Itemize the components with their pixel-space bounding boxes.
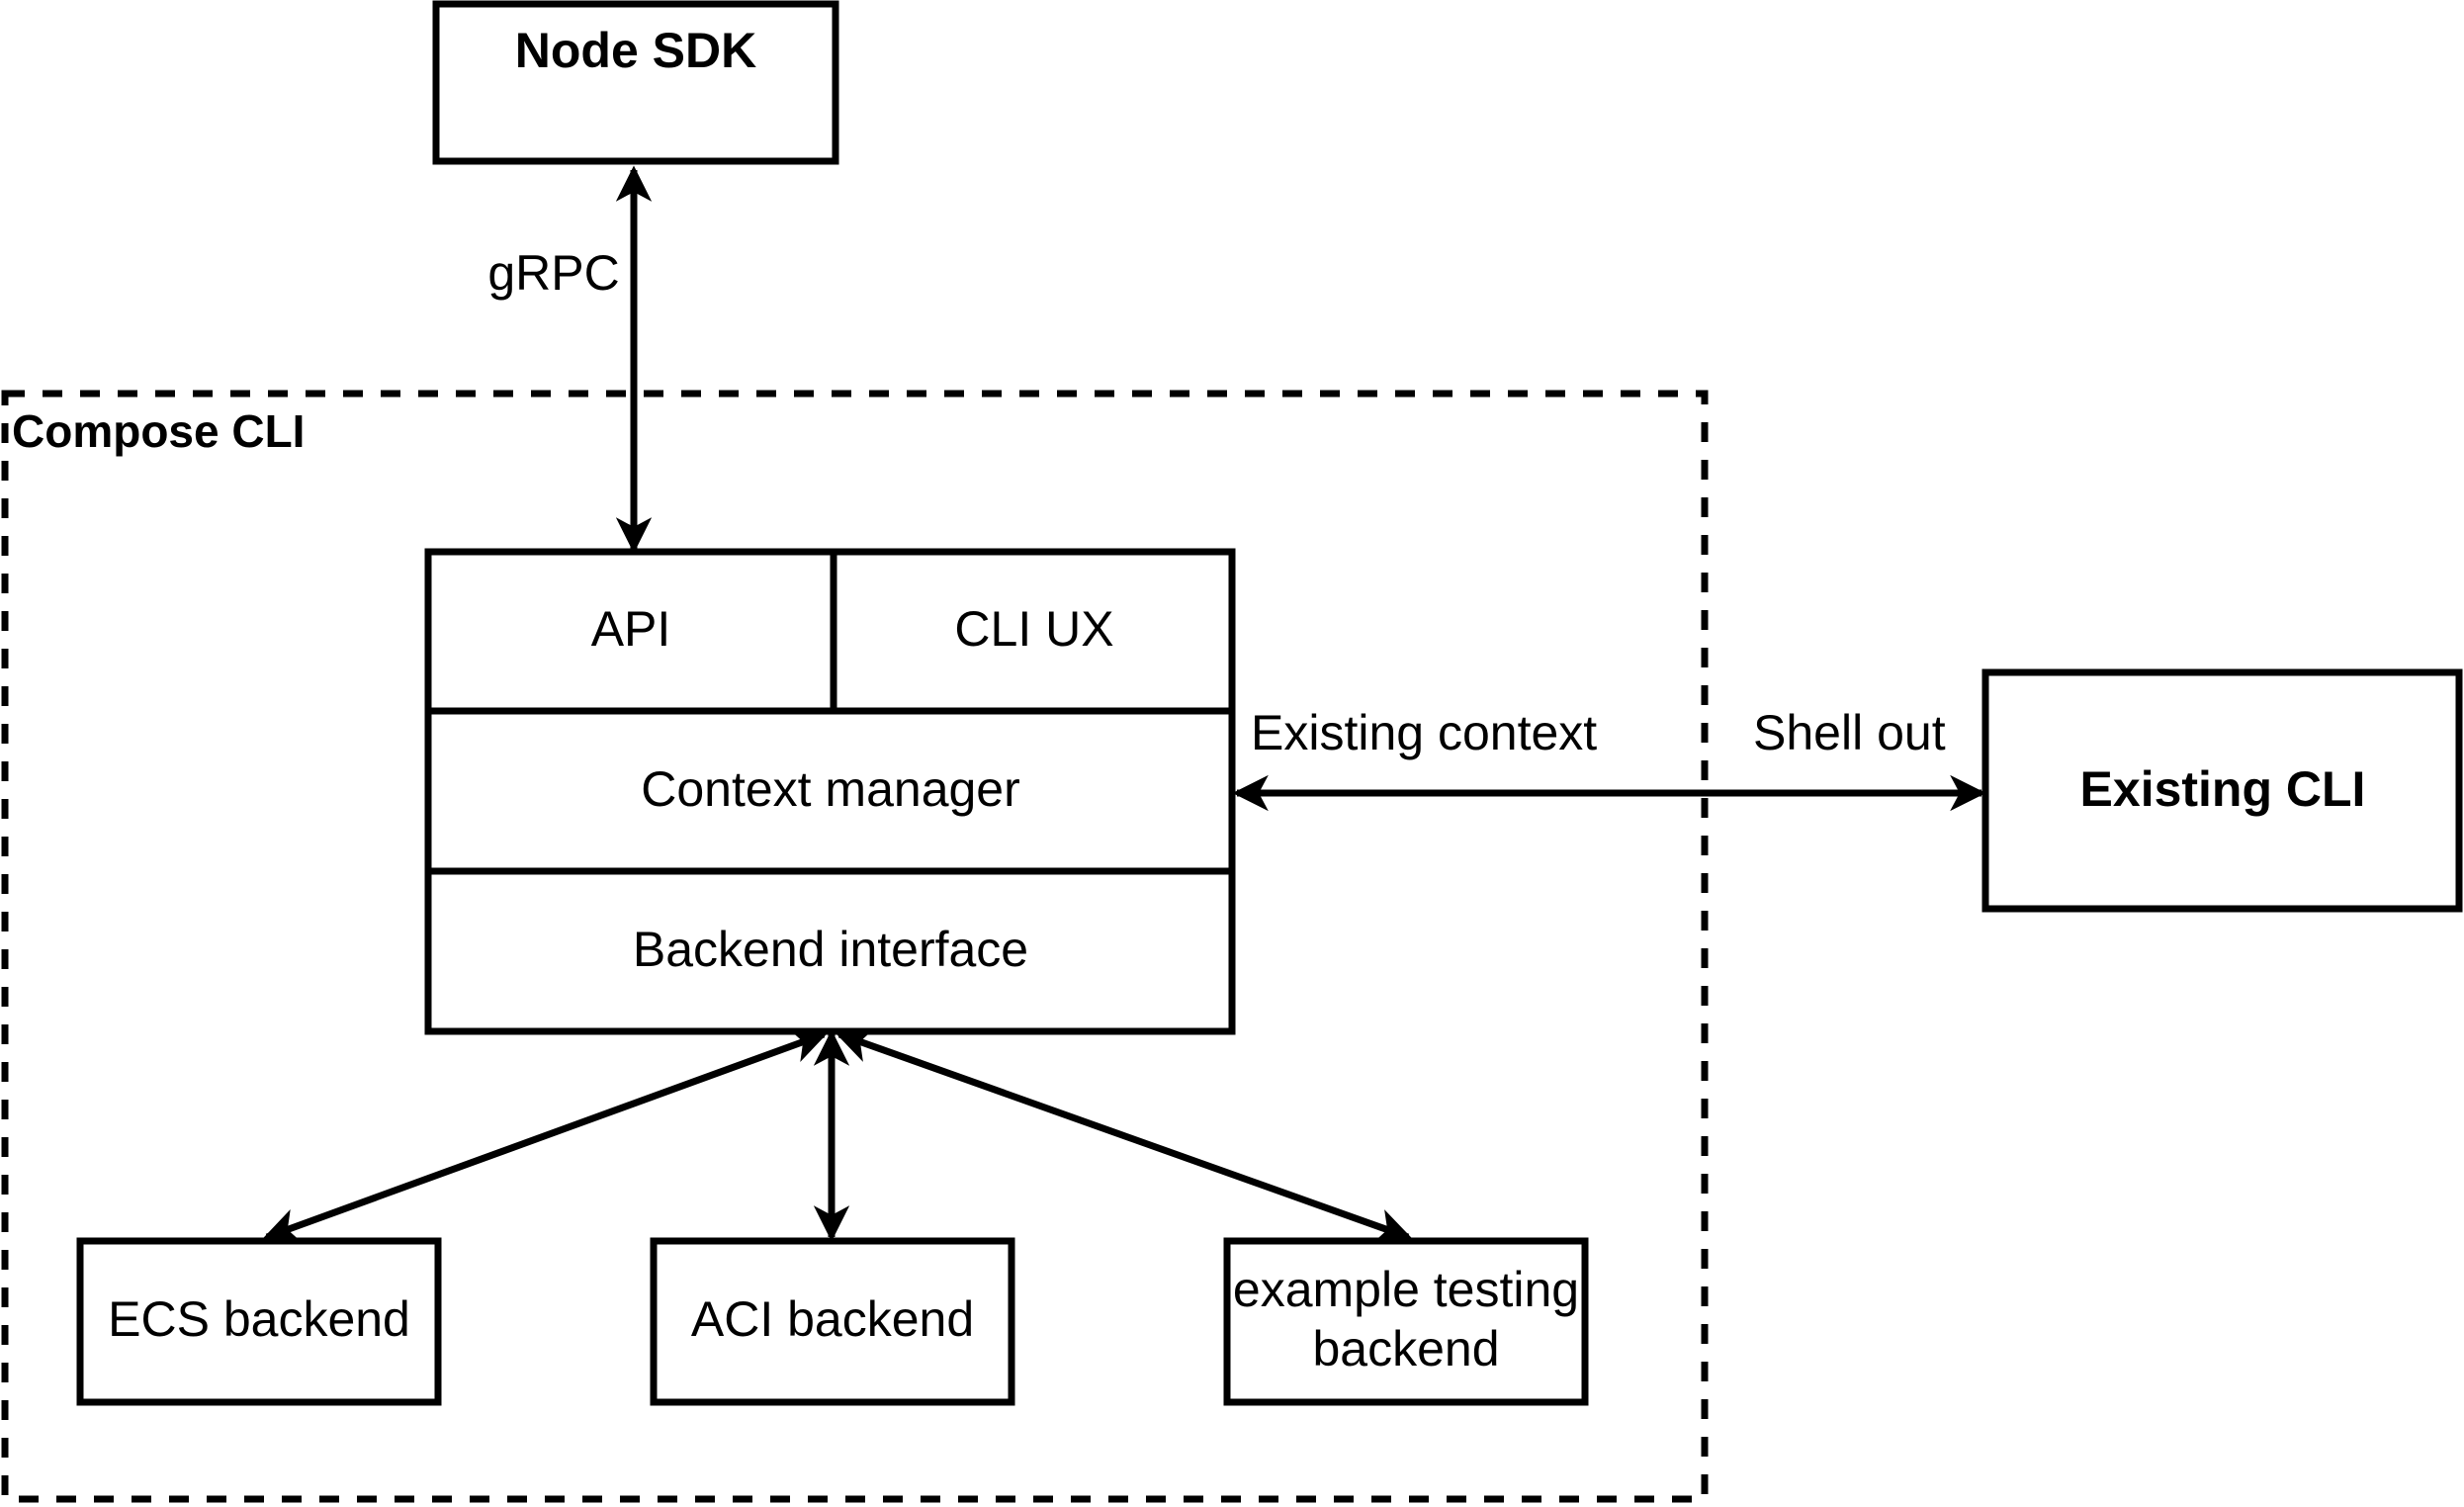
existing-cli-label: Existing CLI <box>2080 761 2366 817</box>
aci-backend-box[interactable] <box>650 1237 1015 1406</box>
compose-cli-group-boundary <box>1 390 1709 1503</box>
context-manager-label: Context manager <box>641 761 1020 817</box>
example-testing-backend-box[interactable] <box>1223 1237 1589 1406</box>
node-sdk-box[interactable] <box>432 0 839 165</box>
existing-cli-box[interactable] <box>1981 668 2463 913</box>
backend-interface-label: Backend interface <box>633 922 1028 977</box>
existing-context-edge-label: Existing context <box>1251 705 1597 760</box>
backend-example-connector <box>835 1027 1413 1244</box>
aci-backend-label: ACI backend <box>691 1291 974 1347</box>
example-testing-backend-label-line2: backend <box>1312 1321 1499 1376</box>
backend-ecs-connector <box>262 1027 829 1244</box>
ecs-backend-box[interactable] <box>76 1237 442 1406</box>
api-label: API <box>591 601 671 657</box>
shell-out-edge-label: Shell out <box>1753 705 1946 760</box>
ecs-backend-label: ECS backend <box>108 1291 410 1347</box>
compose-cli-group-label: Compose CLI <box>12 405 305 457</box>
grpc-edge-label: gRPC <box>487 245 619 301</box>
node-sdk-label: Node SDK <box>515 23 756 78</box>
example-testing-backend-label-line1: example testing <box>1233 1262 1579 1317</box>
cli-ux-label: CLI UX <box>954 601 1113 657</box>
